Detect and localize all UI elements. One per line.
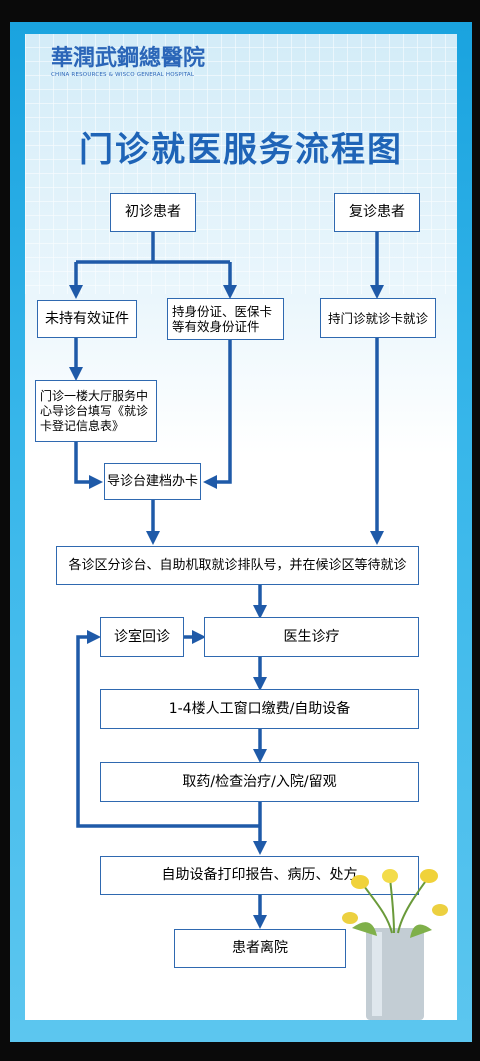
grid-pattern (25, 34, 457, 294)
logo-english: CHINA RESOURCES & WISCO GENERAL HOSPITAL (51, 72, 195, 78)
arrow-loop-back (76, 630, 260, 828)
node-queue: 各诊区分诊台、自助机取就诊排队号，并在候诊区等待就诊 (56, 546, 419, 585)
node-register-card: 导诊台建档办卡 (104, 463, 201, 500)
node-with-card: 持门诊就诊卡就诊 (320, 298, 436, 338)
hospital-logo: 華潤武鋼總醫院 CHINA RESOURCES & WISCO GENERAL … (51, 40, 205, 78)
node-fill-form: 门诊一楼大厅服务中心导诊台填写《就诊卡登记信息表》 (35, 380, 157, 442)
logo-chinese: 華潤武鋼總醫院 (51, 45, 206, 71)
node-print: 自助设备打印报告、病历、处方 (100, 856, 419, 895)
page-title: 门诊就医服务流程图 (79, 130, 403, 170)
node-return-room: 诊室回诊 (100, 617, 184, 657)
node-return-visit: 复诊患者 (334, 193, 420, 232)
flower-vase-image (342, 869, 448, 1020)
arrow-with-id-to-register (203, 340, 232, 489)
node-medicine: 取药/检查治疗/入院/留观 (100, 762, 419, 802)
node-first-visit: 初诊患者 (110, 193, 196, 232)
node-no-id: 未持有效证件 (37, 300, 137, 338)
arrow-form-to-register (74, 442, 103, 489)
node-leave: 患者离院 (174, 929, 346, 968)
node-doctor: 医生诊疗 (204, 617, 419, 657)
node-payment: 1-4楼人工窗口缴费/自助设备 (100, 689, 419, 729)
node-with-id: 持身份证、医保卡等有效身份证件 (167, 298, 284, 340)
